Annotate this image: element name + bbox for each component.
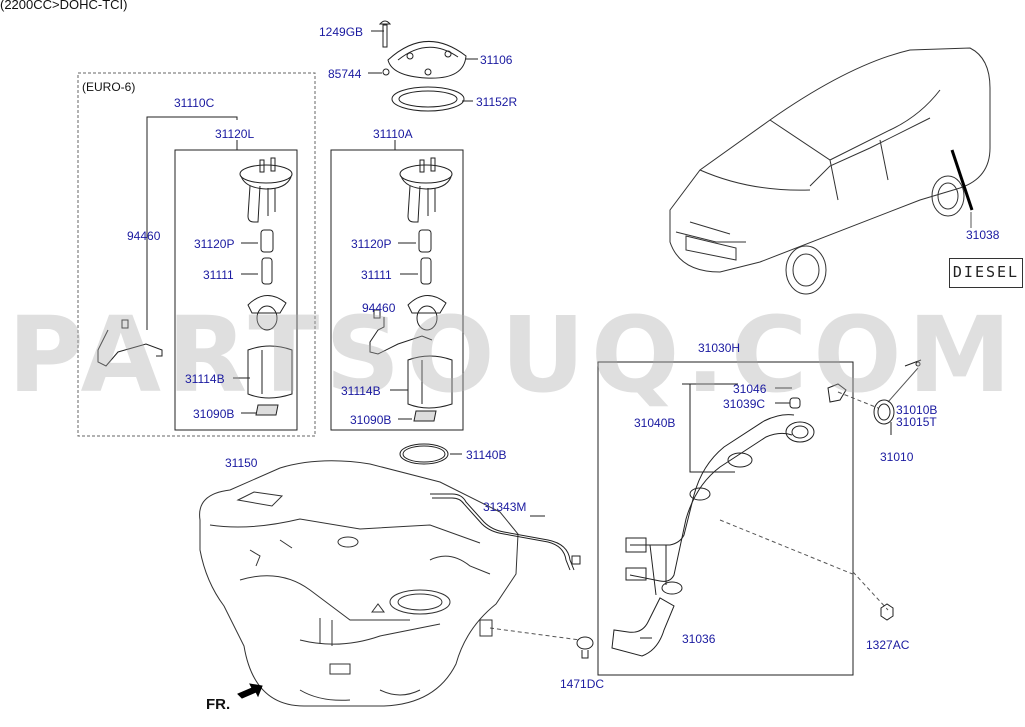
part-label-31152R[interactable]: 31152R: [476, 95, 518, 109]
part-label-31090B-left[interactable]: 31090B: [193, 407, 235, 421]
front-direction-label: FR.: [206, 696, 231, 713]
fuel-tank-31150: [199, 460, 519, 707]
part-label-31090B-right[interactable]: 31090B: [350, 413, 392, 427]
part-label-31120P-left[interactable]: 31120P: [194, 237, 235, 251]
part-label-31343M[interactable]: 31343M: [483, 500, 527, 514]
part-label-31114B-left[interactable]: 31114B: [185, 372, 225, 386]
part-label-31039C[interactable]: 31039C: [723, 397, 766, 411]
part-label-31030H[interactable]: 31030H: [698, 341, 741, 355]
plate-31106: [387, 41, 467, 79]
part-label-31140B[interactable]: 31140B: [466, 448, 507, 462]
pump-assembly-box-left: [174, 149, 298, 431]
part-label-31111-right[interactable]: 31111: [361, 268, 392, 282]
part-label-85744[interactable]: 85744: [328, 67, 362, 81]
vehicle-outline: [669, 47, 991, 295]
part-label-31036[interactable]: 31036: [682, 632, 716, 646]
engine-header: (2200CC>DOHC-TCI): [0, 0, 128, 12]
part-label-1471DC[interactable]: 1471DC: [560, 677, 605, 691]
part-label-31038[interactable]: 31038: [966, 228, 1000, 242]
part-label-31120L[interactable]: 31120L: [215, 127, 255, 141]
clamp-1471DC: [576, 636, 594, 659]
part-label-31114B-right[interactable]: 31114B: [341, 384, 381, 398]
ring-31152R: [391, 86, 465, 112]
pump-left: [239, 157, 293, 416]
pump-right: [369, 157, 453, 422]
vent-tube-31343M: [430, 493, 575, 571]
part-label-94460-right[interactable]: 94460: [362, 301, 396, 315]
fuel-cap-31010: [873, 359, 922, 425]
part-label-31110C[interactable]: 31110C: [174, 96, 215, 110]
part-label-31120P-right[interactable]: 31120P: [351, 237, 392, 251]
part-label-31010[interactable]: 31010: [880, 450, 914, 464]
part-label-31106[interactable]: 31106: [480, 53, 513, 67]
filler-neck-box: [597, 361, 854, 676]
part-label-1327AC[interactable]: 1327AC: [866, 638, 910, 652]
pump-assembly-box-right: [330, 149, 464, 431]
part-label-31046[interactable]: 31046: [733, 382, 767, 396]
part-label-94460-left[interactable]: 94460: [127, 229, 161, 243]
part-label-1249GB[interactable]: 1249GB: [319, 25, 364, 39]
filler-neck-31040B: [625, 414, 815, 596]
part-label-31015T[interactable]: 31015T: [896, 415, 937, 429]
part-label-31110A[interactable]: 31110A: [373, 127, 413, 141]
part-label-31150[interactable]: 31150: [225, 456, 258, 470]
part-label-31111-left[interactable]: 31111: [203, 268, 234, 282]
part-label-31040B[interactable]: 31040B: [634, 416, 676, 430]
fr-arrow: [237, 683, 263, 699]
harness-94460-left: [97, 319, 163, 367]
diesel-badge: DIESEL: [949, 258, 1023, 288]
gasket-31140B: [399, 443, 449, 465]
hose-31036: [611, 597, 675, 657]
part-label-31010B[interactable]: 31010B: [896, 403, 938, 417]
euro6-label: (EURO-6): [82, 80, 136, 94]
